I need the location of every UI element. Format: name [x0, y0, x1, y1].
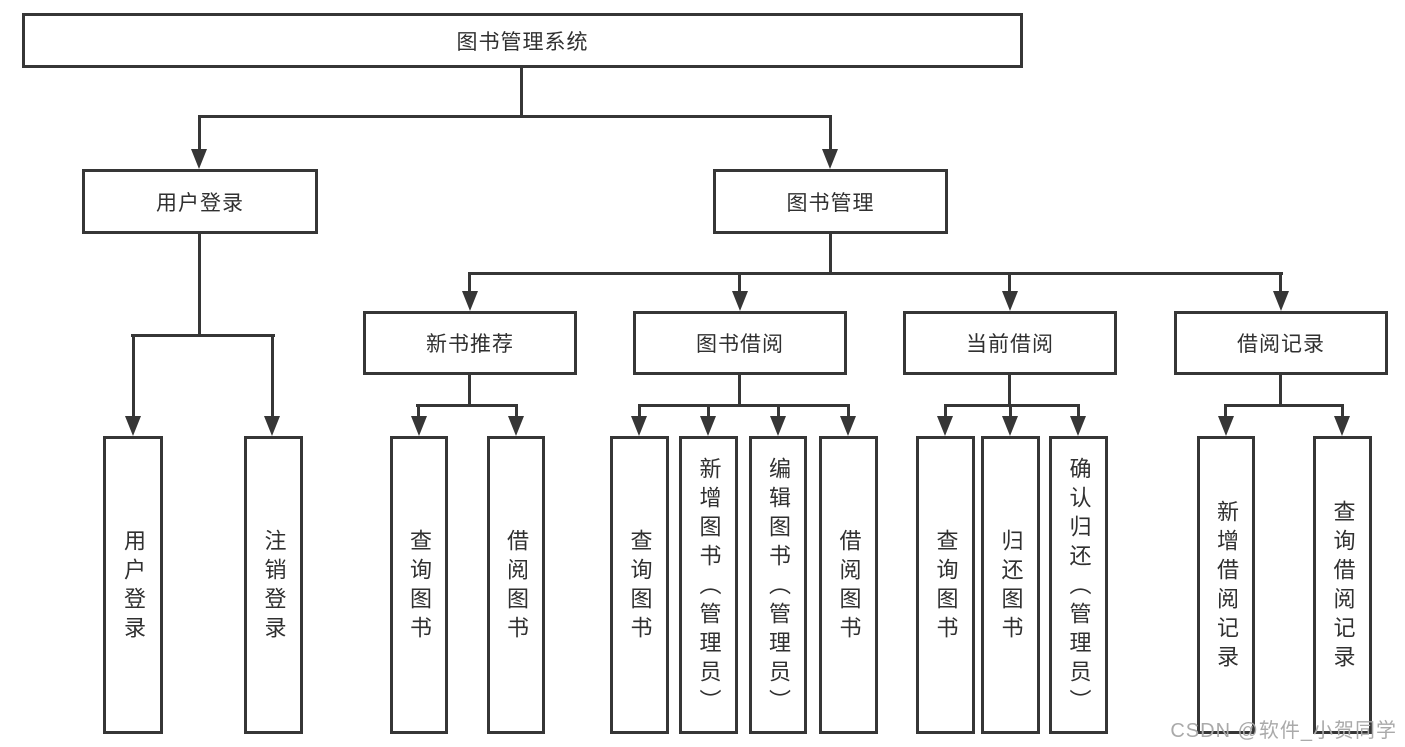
arrow-down-icon	[508, 416, 524, 436]
connector-line	[132, 334, 135, 418]
node-label: 注销登录	[261, 529, 287, 645]
leaf-query-borrow-record: 查询借阅记录	[1313, 436, 1372, 734]
leaf-borrow-books: 借阅图书	[487, 436, 545, 734]
arrow-down-icon	[411, 416, 427, 436]
arrow-down-icon	[840, 416, 856, 436]
connector-line	[468, 272, 471, 294]
node-label: 归还图书	[998, 529, 1024, 645]
node-label: 当前借阅	[966, 333, 1054, 356]
arrow-down-icon	[1334, 416, 1350, 436]
node-label: 图书管理	[786, 191, 875, 215]
connector-line	[417, 404, 420, 419]
leaf-confirm-return-admin: 确认归还（管理员）	[1049, 436, 1108, 734]
connector-line	[520, 68, 523, 118]
node-label: 图书管理系统	[456, 30, 589, 54]
node-label: 查询图书	[627, 529, 653, 645]
node-new-book-recommendation: 新书推荐	[363, 311, 577, 375]
arrow-down-icon	[732, 291, 748, 311]
connector-line	[1279, 272, 1282, 294]
connector-line	[1077, 404, 1080, 419]
node-label: 借阅图书	[504, 529, 529, 645]
node-label: 编辑图书（管理员）	[766, 456, 791, 718]
connector-line	[944, 404, 1080, 407]
node-book-management: 图书管理	[713, 169, 948, 234]
connector-line	[1008, 272, 1011, 294]
watermark: CSDN @软件_小贺同学	[1170, 720, 1397, 742]
leaf-query-books: 查询图书	[916, 436, 975, 734]
node-label: 查询借阅记录	[1330, 500, 1356, 674]
node-library-management-system: 图书管理系统	[22, 13, 1023, 68]
connector-line	[515, 404, 518, 419]
connector-line	[468, 375, 471, 407]
leaf-add-books-admin: 新增图书（管理员）	[679, 436, 738, 734]
connector-line	[777, 404, 780, 419]
arrow-down-icon	[631, 416, 647, 436]
arrow-down-icon	[1002, 291, 1018, 311]
node-book-borrowing: 图书借阅	[633, 311, 847, 375]
node-label: 查询图书	[407, 529, 432, 645]
leaf-query-books: 查询图书	[610, 436, 669, 734]
node-user-login: 用户登录	[82, 169, 318, 234]
connector-line	[738, 375, 741, 407]
leaf-borrow-books: 借阅图书	[819, 436, 878, 734]
arrow-down-icon	[1002, 416, 1018, 436]
leaf-user-login: 用户登录	[103, 436, 163, 734]
arrow-down-icon	[1273, 291, 1289, 311]
node-label: 借阅记录	[1237, 333, 1325, 356]
arrow-down-icon	[462, 291, 478, 311]
leaf-add-borrow-record: 新增借阅记录	[1197, 436, 1255, 734]
arrow-down-icon	[700, 416, 716, 436]
node-label: 新增借阅记录	[1214, 500, 1239, 674]
node-label: 借阅图书	[836, 529, 862, 645]
connector-line	[638, 404, 641, 419]
connector-line	[847, 404, 850, 419]
node-borrowing-records: 借阅记录	[1174, 311, 1388, 375]
arrow-down-icon	[191, 149, 207, 169]
leaf-edit-books-admin: 编辑图书（管理员）	[749, 436, 807, 734]
connector-line	[468, 272, 1283, 275]
arrow-down-icon	[937, 416, 953, 436]
connector-line	[1009, 404, 1012, 419]
connector-line	[944, 404, 947, 419]
connector-line	[1224, 404, 1227, 419]
connector-line	[638, 404, 850, 407]
node-label: 确认归还（管理员）	[1066, 456, 1092, 718]
connector-line	[198, 115, 832, 118]
node-label: 图书借阅	[696, 333, 784, 356]
connector-line	[829, 115, 832, 151]
connector-line	[131, 334, 275, 337]
node-label: 用户登录	[121, 529, 146, 645]
connector-line	[198, 115, 201, 151]
arrow-down-icon	[770, 416, 786, 436]
connector-line	[271, 334, 274, 418]
connector-line	[1279, 375, 1282, 407]
node-current-borrowing: 当前借阅	[903, 311, 1117, 375]
leaf-query-books: 查询图书	[390, 436, 448, 734]
node-label: 用户登录	[156, 191, 244, 215]
node-label: 新书推荐	[426, 333, 514, 356]
connector-line	[829, 233, 832, 275]
arrow-down-icon	[125, 416, 141, 436]
arrow-down-icon	[822, 149, 838, 169]
arrow-down-icon	[1218, 416, 1234, 436]
connector-line	[416, 404, 518, 407]
leaf-logout: 注销登录	[244, 436, 303, 734]
connector-line	[1341, 404, 1344, 419]
arrow-down-icon	[1070, 416, 1086, 436]
node-label: 查询图书	[933, 529, 959, 645]
connector-line	[707, 404, 710, 419]
connector-line	[198, 233, 201, 337]
leaf-return-books: 归还图书	[981, 436, 1040, 734]
connector-line	[1008, 375, 1011, 407]
arrow-down-icon	[264, 416, 280, 436]
node-label: 新增图书（管理员）	[696, 456, 722, 718]
connector-line	[738, 272, 741, 294]
connector-line	[1224, 404, 1344, 407]
